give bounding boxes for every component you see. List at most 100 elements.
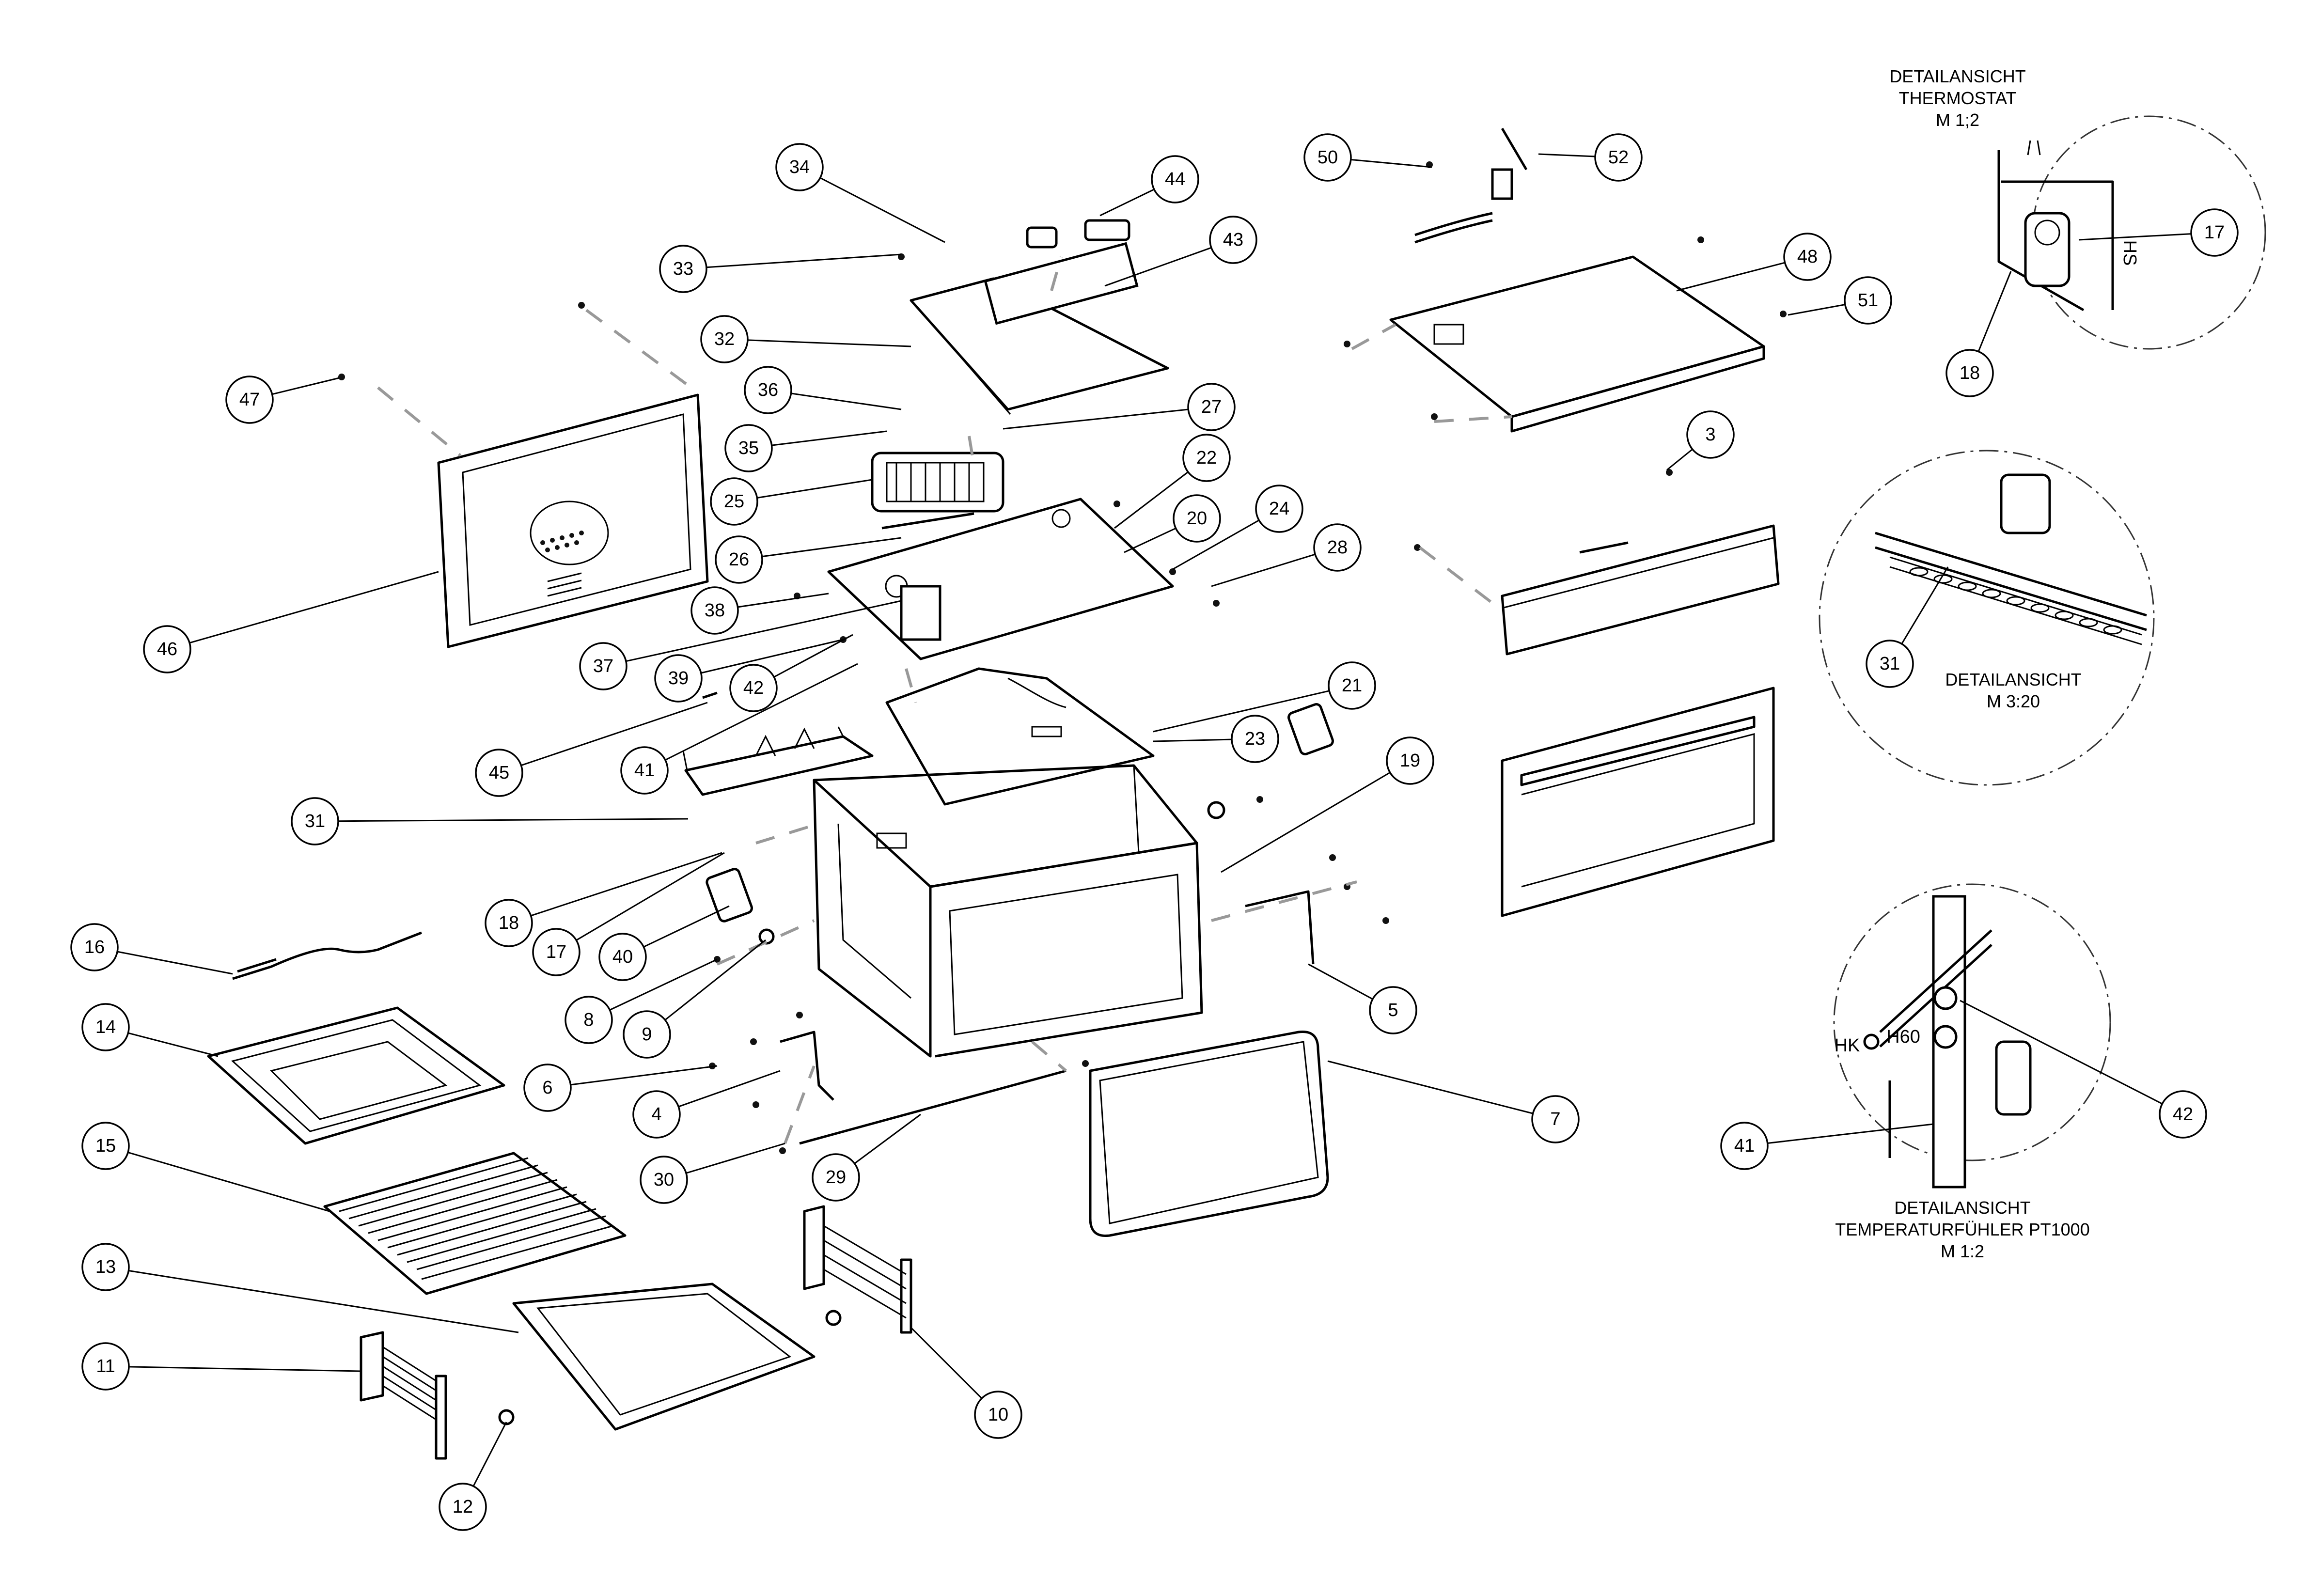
callout-circle [1328, 661, 1376, 710]
callout-number: 46 [157, 639, 177, 659]
callout-15: 15 [81, 1122, 330, 1212]
callout-27: 27 [1003, 383, 1236, 431]
callout-34: 34 [775, 143, 945, 243]
callout-circle [812, 1153, 860, 1202]
leader-line [1960, 1000, 2163, 1105]
top-heating-element [1414, 127, 1528, 244]
oven-door [1501, 687, 1775, 917]
callout-number: 47 [239, 390, 260, 410]
callout-number: 23 [1245, 729, 1265, 749]
callout-circle [1182, 434, 1231, 482]
callout-37: 37 [579, 600, 902, 690]
callout-number: 35 [738, 438, 759, 458]
callout-18: 18 [1945, 271, 2012, 397]
leader-line [1221, 772, 1391, 873]
leader-line [910, 1327, 983, 1399]
callout-circle [744, 366, 792, 414]
callout-21: 21 [1153, 661, 1376, 733]
callout-42: 42 [1960, 1000, 2207, 1139]
callout-number: 32 [714, 329, 735, 349]
callout-4: 4 [632, 1070, 781, 1139]
callout-number: 16 [84, 937, 105, 957]
leader-line [472, 1422, 507, 1487]
marking-hs: HS [2119, 240, 2140, 266]
leader-line [127, 1152, 330, 1212]
baking-tray-shallow [512, 1283, 816, 1431]
callout-number: 40 [612, 947, 633, 967]
callout-number: 30 [654, 1170, 674, 1190]
air-deflector [682, 726, 874, 796]
callout-circle [1231, 715, 1279, 763]
callout-number: 29 [826, 1167, 846, 1188]
callout-26: 26 [715, 535, 902, 584]
detail-rail [1819, 450, 2155, 786]
callout-number: 36 [758, 380, 778, 400]
leader-line [1153, 690, 1330, 733]
callout-circle [1255, 485, 1303, 533]
base-plate [827, 498, 1174, 660]
callout-number: 41 [1734, 1136, 1755, 1156]
leader-line [189, 571, 439, 644]
callout-8: 8 [565, 958, 718, 1044]
detail3-title-line1: DETAILANSICHT [1894, 1198, 2030, 1218]
callout-number: 45 [489, 763, 509, 783]
leader-line [1099, 188, 1155, 217]
callout-20: 20 [1124, 494, 1221, 553]
detail3-title-line2: TEMPERATURFÜHLER PT1000 [1835, 1220, 2089, 1239]
callout-number: 11 [96, 1356, 115, 1377]
callout-circle [729, 664, 778, 712]
leader-line [1172, 519, 1260, 570]
leader-line [1327, 1060, 1533, 1114]
callout-circle [700, 315, 749, 363]
callout-17: 17 [2078, 208, 2239, 257]
callout-41: 41 [1720, 1122, 1934, 1170]
leader-line [643, 905, 730, 948]
leader-line [1666, 449, 1693, 471]
leader-line [678, 1070, 781, 1108]
top-cover-plate [1389, 255, 1765, 433]
callout-number: 5 [1388, 1000, 1398, 1020]
callout-circle [1303, 133, 1352, 182]
callout-circle [1313, 523, 1362, 572]
callout-circle [532, 928, 580, 976]
callout-circle [291, 797, 339, 845]
callout-circle [81, 1122, 130, 1170]
callout-number: 24 [1269, 499, 1289, 519]
callout-circle [2190, 208, 2239, 257]
leader-line [128, 1366, 361, 1372]
callout-circle [81, 1003, 130, 1051]
detail1-title-line1: DETAILANSICHT [1889, 66, 2025, 86]
callout-circle [1151, 155, 1199, 203]
callout-number: 43 [1223, 230, 1243, 250]
leader-line [626, 600, 902, 662]
leader-line [272, 377, 340, 395]
bottom-heating-element [232, 931, 422, 980]
callout-number: 8 [583, 1010, 594, 1030]
callout-45: 45 [475, 702, 708, 797]
marking-hk: HK [1835, 1035, 1860, 1056]
leader-line [1114, 471, 1189, 529]
callout-number: 19 [1400, 751, 1420, 771]
callout-number: 38 [705, 600, 725, 621]
callout-circle [439, 1483, 487, 1531]
callout-number: 14 [95, 1017, 116, 1037]
callout-circle [1720, 1122, 1769, 1170]
callout-number: 6 [542, 1078, 552, 1098]
leader-line [706, 253, 902, 268]
callout-circle [565, 996, 613, 1044]
callout-number: 41 [634, 760, 655, 781]
callout-circle [485, 899, 533, 947]
callout-40: 40 [598, 905, 730, 981]
callout-42: 42 [729, 634, 853, 712]
callout-circle [724, 424, 773, 472]
callout-number: 51 [1858, 290, 1878, 311]
callout-number: 33 [673, 259, 693, 279]
leader-line [686, 1142, 785, 1174]
callout-18: 18 [485, 852, 722, 947]
callout-number: 20 [1187, 508, 1207, 529]
leader-line [737, 593, 829, 608]
callout-39: 39 [654, 639, 844, 703]
leader-line [338, 818, 689, 822]
callout-number: 9 [642, 1024, 652, 1045]
